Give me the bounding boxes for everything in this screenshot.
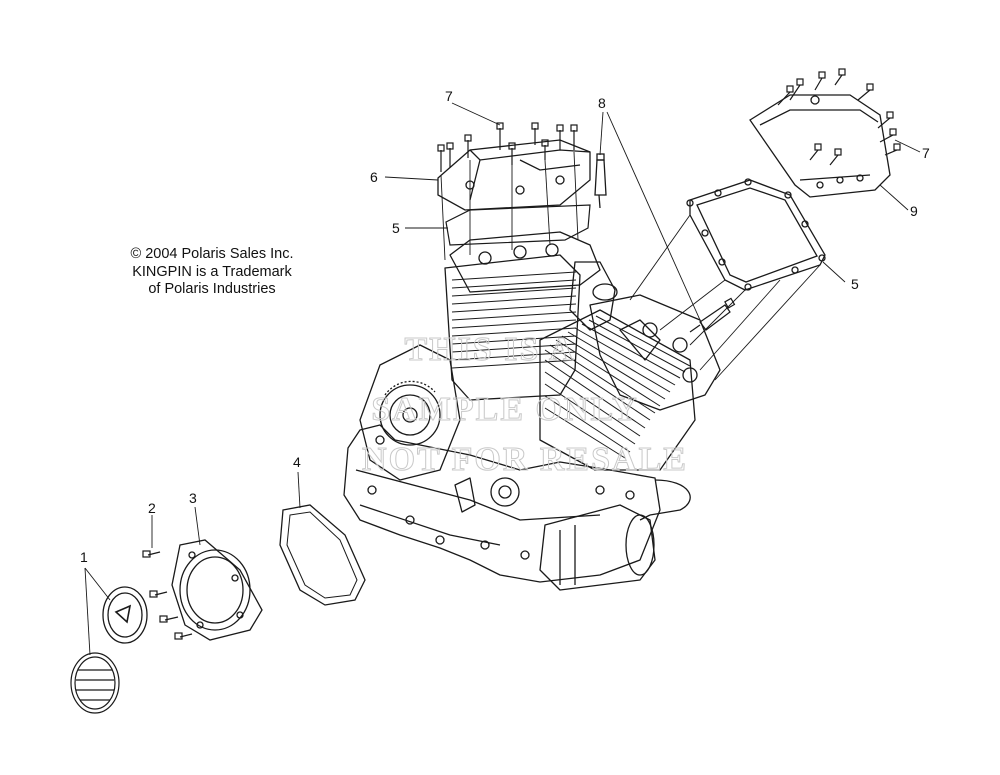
callout-8: 8 [598,95,606,111]
callout-labels: 1 2 3 4 5 5 6 7 7 8 9 [80,88,930,565]
rear-head-bolts [777,68,901,166]
timing-cover [171,539,263,641]
callout-7-front-bolts: 7 [445,88,453,104]
front-head-cover [437,122,607,211]
callout-7-rear-bolts: 7 [922,145,930,161]
emblem [102,586,148,644]
spark-plug-rear [689,297,736,333]
watermark: THIS IS A SAMPLE ONLY NOT FOR RESALE [362,331,688,479]
watermark-line-2: SAMPLE ONLY [371,391,638,428]
callout-3: 3 [189,490,197,506]
copyright-notice: © 2004 Polaris Sales Inc. KINGPIN is a T… [118,246,306,299]
watermark-line-3: NOT FOR RESALE [362,441,688,478]
callout-5-front-gasket: 5 [392,220,400,236]
callout-9: 9 [910,203,918,219]
leader-lines [84,102,921,656]
emblem-trim-ring [70,652,120,714]
front-cylinder-fins [451,271,577,369]
copyright-line-3: of Polaris Industries [148,281,276,297]
timing-cover-gasket [279,504,366,606]
front-head-bolts [437,122,578,172]
rear-alignment-lines [629,214,821,381]
watermark-line-1: THIS IS A [404,331,575,368]
front-head-gasket [445,204,591,246]
callout-5-rear-gasket: 5 [851,276,859,292]
copyright-line-2: KINGPIN is a Trademark [132,263,292,280]
rear-cylinder-fins [544,315,691,459]
callout-1: 1 [80,549,88,565]
callout-2: 2 [148,500,156,516]
spark-plug-front [594,153,607,209]
front-alignment-lines [440,151,579,261]
timing-cover-gasket-inner [286,511,358,599]
copyright-line-1: © 2004 Polaris Sales Inc. [130,246,294,262]
engine-assembly [343,231,721,591]
rear-head-cover [749,68,901,198]
callout-4: 4 [293,454,301,470]
timing-cover-bolts [142,550,193,640]
callout-6: 6 [370,169,378,185]
rear-head-gasket [686,178,826,291]
